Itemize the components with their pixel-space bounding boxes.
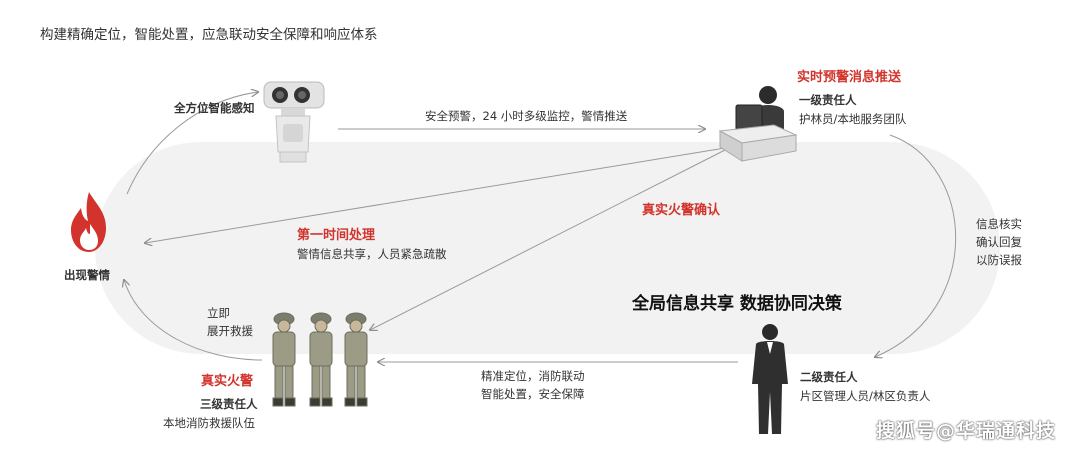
monitor-desc: 护林员/本地服务团队 — [799, 112, 907, 126]
flow-manager-to-team-text: 精准定位，消防联动 智能处置，安全保障 — [481, 367, 585, 403]
fire-label: 出现警情 — [64, 268, 110, 282]
arrow-monitor-to-manager — [875, 134, 957, 357]
flow-line: 精准定位，消防联动 — [481, 369, 585, 383]
team-red-title: 真实火警 — [201, 374, 254, 389]
flow-monitor-to-fire-title: 第一时间处理 — [297, 228, 376, 243]
flow-camera-to-monitor-label: 安全预警，24 小时多级监控，警情推送 — [425, 109, 628, 123]
watermark: 搜狐号@华瑞通科技 — [875, 420, 1056, 442]
arrow-monitor-to-fire — [145, 147, 726, 243]
thermal-camera-icon — [263, 81, 325, 163]
flow-monitor-to-team-label: 真实火警确认 — [642, 203, 721, 218]
flow-line: 智能处置，安全保障 — [481, 387, 585, 401]
suited-man-icon — [752, 324, 788, 434]
manager-role: 二级责任人 — [800, 370, 858, 384]
flame-icon — [71, 192, 106, 252]
team-action-text: 立即 展开救援 — [207, 304, 253, 340]
team-role: 三级责任人 — [200, 397, 258, 411]
arrow-fire-to-camera — [126, 92, 258, 195]
monitor-role: 一级责任人 — [799, 93, 857, 107]
flow-monitor-to-fire-desc: 警情信息共享，人员紧急疏散 — [297, 247, 447, 261]
manager-desc: 片区管理人员/林区负责人 — [800, 389, 931, 403]
verify-text: 信息核实 确认回复 以防误报 — [976, 215, 1022, 269]
center-text: 全局信息共享 数据协同决策 — [632, 294, 842, 314]
arrow-team-to-fire — [124, 280, 263, 361]
team-action-line: 立即 — [207, 306, 230, 320]
headline: 构建精确定位，智能处置，应急联动安全保障和响应体系 — [40, 27, 378, 43]
firefighters-icon — [272, 312, 368, 407]
camera-label: 全方位智能感知 — [174, 101, 255, 115]
monitor-red-title: 实时预警消息推送 — [797, 70, 902, 85]
operator-desk-icon — [718, 86, 798, 162]
verify-line: 以防误报 — [976, 253, 1022, 267]
team-action-line: 展开救援 — [207, 324, 253, 338]
verify-line: 信息核实 — [976, 217, 1022, 231]
arrow-monitor-to-team — [370, 149, 726, 330]
team-desc: 本地消防救援队伍 — [163, 416, 255, 430]
verify-line: 确认回复 — [976, 235, 1022, 249]
